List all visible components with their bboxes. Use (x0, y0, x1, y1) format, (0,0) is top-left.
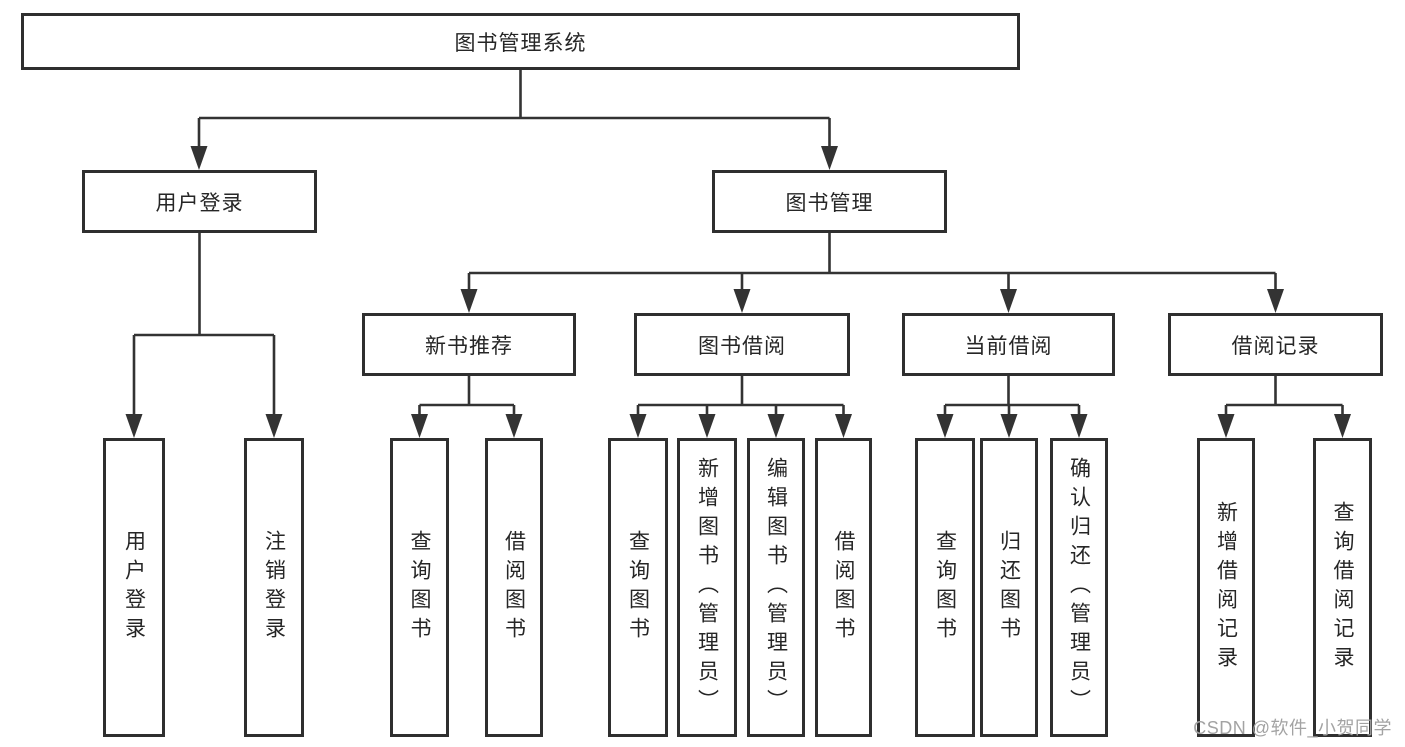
node-borrowing-records: 借阅记录 (1168, 313, 1383, 376)
leaf-query-books-borrowing: 查询图书 (608, 438, 668, 737)
leaf-confirm-return-admin: 确认归还（管理员） (1050, 438, 1108, 737)
connector-book-management-to-level3 (467, 233, 1277, 293)
leaf-user-login: 用户登录 (103, 438, 165, 737)
leaf-borrow-books-recommendation: 借阅图书 (485, 438, 543, 737)
leaf-query-books-current: 查询图书 (915, 438, 975, 737)
node-label: 图书借阅 (698, 334, 786, 358)
leaf-return-books: 归还图书 (980, 438, 1038, 737)
node-label: 借阅图书 (832, 529, 855, 646)
leaf-query-books-recommendation: 查询图书 (390, 438, 449, 737)
node-label: 借阅图书 (502, 529, 526, 646)
node-label: 图书管理系统 (454, 31, 587, 55)
node-label: 查询图书 (626, 529, 650, 646)
node-library-management-system: 图书管理系统 (21, 13, 1020, 70)
leaf-logout: 注销登录 (244, 438, 304, 737)
node-label: 新增图书（管理员） (695, 457, 719, 718)
node-label: 查询图书 (408, 529, 431, 646)
connector-user-login-to-leaves (132, 233, 276, 417)
node-book-borrowing: 图书借阅 (634, 313, 850, 376)
node-label: 确认归还（管理员） (1067, 457, 1091, 718)
node-new-book-recommendation: 新书推荐 (362, 313, 576, 376)
node-current-borrowing: 当前借阅 (902, 313, 1115, 376)
leaf-add-borrow-record: 新增借阅记录 (1197, 438, 1255, 737)
node-label: 归还图书 (997, 529, 1021, 646)
connector-current-borrowing-to-leaves (943, 376, 1081, 419)
leaf-edit-books-admin: 编辑图书（管理员） (747, 438, 805, 737)
connector-new-book-rec-to-leaves (418, 376, 516, 419)
node-label: 查询借阅记录 (1331, 500, 1354, 675)
node-user-login: 用户登录 (82, 170, 317, 233)
node-label: 当前借阅 (964, 334, 1053, 358)
connector-root-to-level2 (197, 70, 831, 150)
node-label: 编辑图书（管理员） (764, 457, 788, 718)
node-label: 用户登录 (155, 191, 244, 215)
node-label: 用户登录 (122, 529, 146, 646)
connector-book-borrowing-to-leaves (636, 376, 845, 419)
leaf-borrow-books-borrowing: 借阅图书 (815, 438, 872, 737)
watermark: CSDN @软件_小贺同学 (1193, 718, 1392, 738)
node-book-management: 图书管理 (712, 170, 947, 233)
node-label: 借阅记录 (1231, 334, 1320, 358)
leaf-add-books-admin: 新增图书（管理员） (677, 438, 737, 737)
leaf-query-borrow-record: 查询借阅记录 (1313, 438, 1372, 737)
node-label: 新书推荐 (425, 334, 513, 358)
arrowheads (125, 146, 1351, 438)
node-label: 注销登录 (262, 529, 286, 646)
node-label: 新增借阅记录 (1214, 500, 1238, 675)
node-label: 图书管理 (785, 191, 874, 215)
node-label: 查询图书 (933, 529, 957, 646)
connector-borrowing-records-to-leaves (1224, 376, 1344, 419)
